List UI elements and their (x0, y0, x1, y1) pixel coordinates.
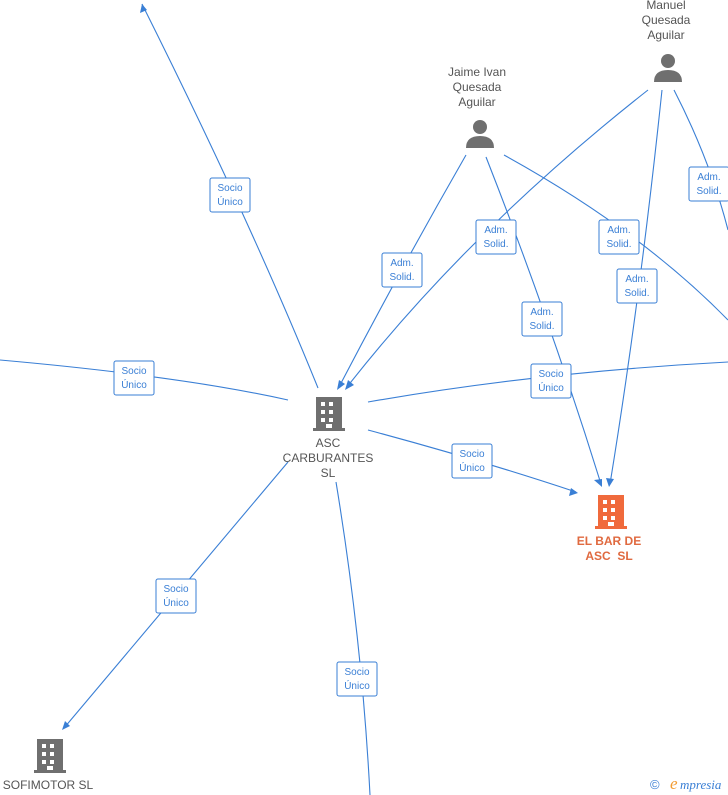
edge-label-line: Único (217, 195, 243, 208)
edge-label-e8[interactable]: Adm. Solid. (688, 166, 728, 202)
edge-label-line: Socio (121, 366, 146, 377)
person-icon (654, 54, 682, 82)
arrowhead-e5 (594, 479, 602, 487)
arrowhead-e11 (62, 721, 70, 730)
arrowhead-e3 (337, 380, 345, 390)
edge-label-line: Socio (459, 449, 484, 460)
edge-label-line: Adm. (484, 225, 507, 236)
node-label-line: SL (321, 466, 336, 480)
edge-label-line: Socio (163, 584, 188, 595)
edge-label-line: Solid. (529, 321, 554, 332)
person-icon (466, 120, 494, 148)
node-label-line: Manuel (646, 0, 685, 12)
node-label-line: Aguilar (458, 95, 495, 109)
edge-label-e1[interactable]: Socio Único (209, 177, 251, 213)
arrowhead-e1 (140, 4, 147, 13)
node-label-line: Quesada (453, 80, 502, 94)
edge-label-line: Solid. (696, 186, 721, 197)
edge-label-e10[interactable]: Socio Único (530, 363, 572, 399)
edge-label-e6[interactable]: Adm. Solid. (598, 219, 640, 255)
edge-label-line: Solid. (389, 272, 414, 283)
edge-label-line: Adm. (697, 172, 720, 183)
edge-label-e12[interactable]: Socio Único (336, 661, 378, 697)
edge-label-line: Único (121, 378, 147, 391)
edge-label-line: Socio (217, 183, 242, 194)
edge-label-e11[interactable]: Socio Único (155, 578, 197, 614)
edge-label-e5[interactable]: Adm. Solid. (521, 301, 563, 337)
edge-label-line: Único (344, 679, 370, 692)
brand-name: mpresia (680, 777, 722, 792)
arrowhead-e4 (345, 380, 354, 390)
arrowhead-e9 (569, 488, 578, 496)
node-label-line: Aguilar (647, 28, 684, 42)
edge-label-e9[interactable]: Socio Único (451, 443, 493, 479)
edge-line-e12 (335, 481, 371, 795)
edge-label-line: Adm. (530, 307, 553, 318)
edge-label-e7[interactable]: Adm. Solid. (616, 268, 658, 304)
node-label-line: Quesada (642, 13, 691, 27)
edge-label-e2[interactable]: Socio Único (113, 360, 155, 396)
node-manuel[interactable]: Manuel Quesada Aguilar (642, 0, 691, 82)
edge-label-e4[interactable]: Adm. Solid. (475, 219, 517, 255)
brand-initial: e (670, 774, 678, 793)
node-asc-carburantes[interactable]: ASC CARBURANTES SL (283, 397, 374, 480)
edge-label-e3[interactable]: Adm. Solid. (381, 252, 423, 288)
edge-label-line: Solid. (606, 239, 631, 250)
edge-line-e2 (0, 359, 289, 401)
node-label-line: ASC (316, 436, 341, 450)
arrowhead-e7 (606, 478, 614, 487)
node-jaime[interactable]: Jaime Ivan Quesada Aguilar (448, 65, 506, 148)
edge-label-line: Socio (344, 667, 369, 678)
edge-label-line: Solid. (483, 239, 508, 250)
footer-brand: © e mpresia (650, 774, 722, 793)
node-sofimotor[interactable]: SOFIMOTOR SL (3, 739, 94, 792)
edge-label-line: Único (163, 596, 189, 609)
building-icon (595, 495, 627, 529)
edge-label-line: Socio (538, 369, 563, 380)
building-icon (313, 397, 345, 431)
node-el-bar-de-asc[interactable]: EL BAR DE ASC SL (577, 495, 641, 563)
edge-label-line: Solid. (624, 288, 649, 299)
edge-line-e8 (673, 89, 728, 231)
edge-label-line: Adm. (625, 274, 648, 285)
edge-label-line: Adm. (607, 225, 630, 236)
edge-label-line: Único (538, 381, 564, 394)
edge-label-line: Adm. (390, 258, 413, 269)
node-label-line: EL BAR DE (577, 534, 641, 548)
edge-labels: Socio Único Socio Único Adm. Solid. Adm.… (113, 166, 728, 697)
copyright-symbol: © (650, 777, 660, 792)
node-label-line: ASC SL (585, 549, 632, 563)
node-label-line: SOFIMOTOR SL (3, 778, 94, 792)
edge-label-line: Único (459, 461, 485, 474)
node-label-line: CARBURANTES (283, 451, 374, 465)
node-label-line: Jaime Ivan (448, 65, 506, 79)
building-icon (34, 739, 66, 773)
